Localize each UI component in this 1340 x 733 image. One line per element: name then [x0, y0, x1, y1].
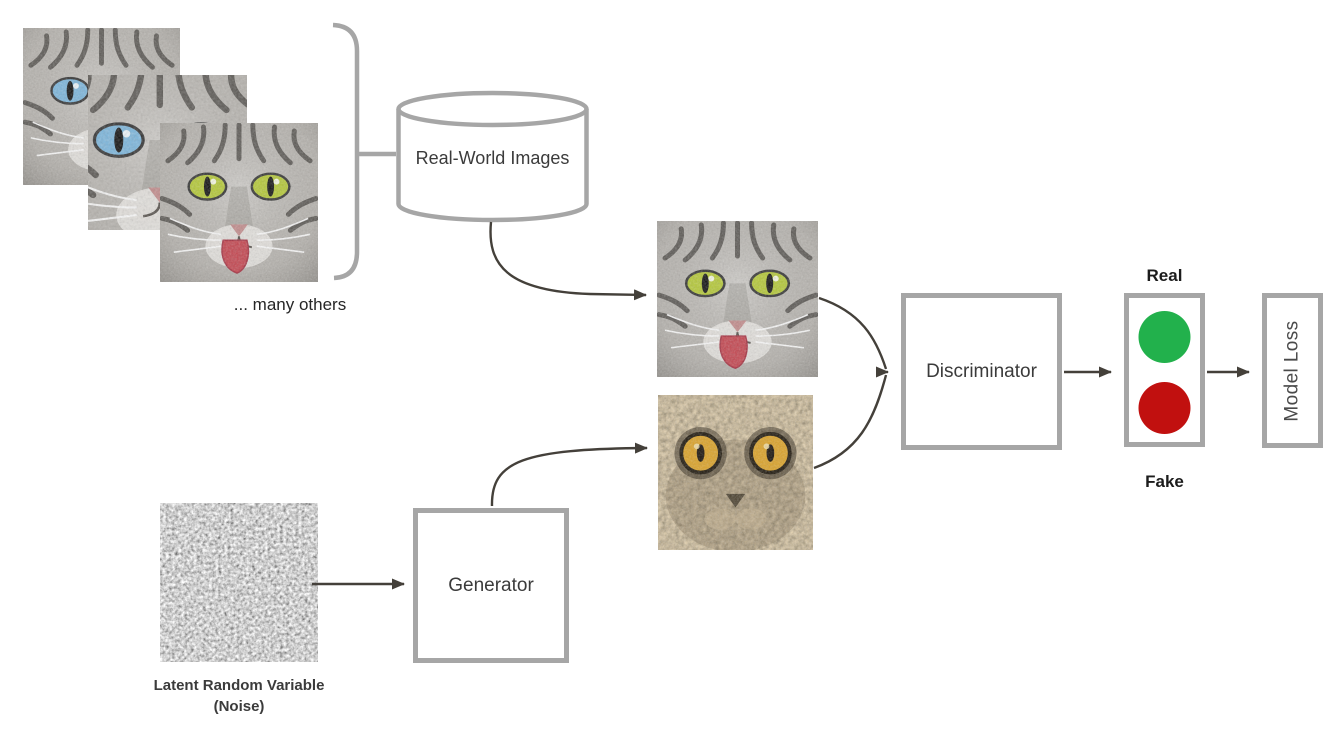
arrow-generator-to-generated-sample — [490, 442, 648, 507]
many-others-label: ... many others — [233, 295, 347, 314]
arrow-generated-sample-to-discriminator — [813, 374, 888, 470]
discriminator-box: Discriminator — [901, 293, 1062, 450]
generator-label: Generator — [448, 574, 534, 596]
latent-noise-label-line2: (Noise) — [213, 698, 265, 715]
model-loss-box: Model Loss — [1262, 293, 1323, 448]
real-indicator-label: Real — [1146, 266, 1183, 285]
discriminator-label: Discriminator — [926, 360, 1037, 382]
real-indicator-light — [1138, 311, 1191, 363]
generated-sample-photo — [658, 395, 813, 550]
database-cylinder-icon — [396, 90, 589, 223]
real-world-images-database: Real-World Images — [396, 90, 589, 226]
cat-photo-3 — [160, 123, 318, 282]
latent-noise-image — [160, 503, 318, 662]
real-sample-photo — [657, 221, 818, 377]
fake-indicator-light — [1138, 382, 1191, 434]
arrow-database-to-real-sample — [489, 221, 647, 301]
model-loss-label: Model Loss — [1281, 319, 1303, 422]
latent-noise-label-line1: Latent Random Variable — [153, 677, 325, 694]
database-label: Real-World Images — [415, 148, 570, 168]
grouping-brace — [332, 22, 360, 281]
real-fake-indicator — [1124, 293, 1205, 447]
generator-box: Generator — [413, 508, 569, 663]
fake-indicator-label: Fake — [1145, 472, 1184, 491]
arrow-real-sample-to-discriminator — [818, 296, 888, 370]
latent-noise-label: Latent Random Variable (Noise) — [133, 675, 345, 717]
